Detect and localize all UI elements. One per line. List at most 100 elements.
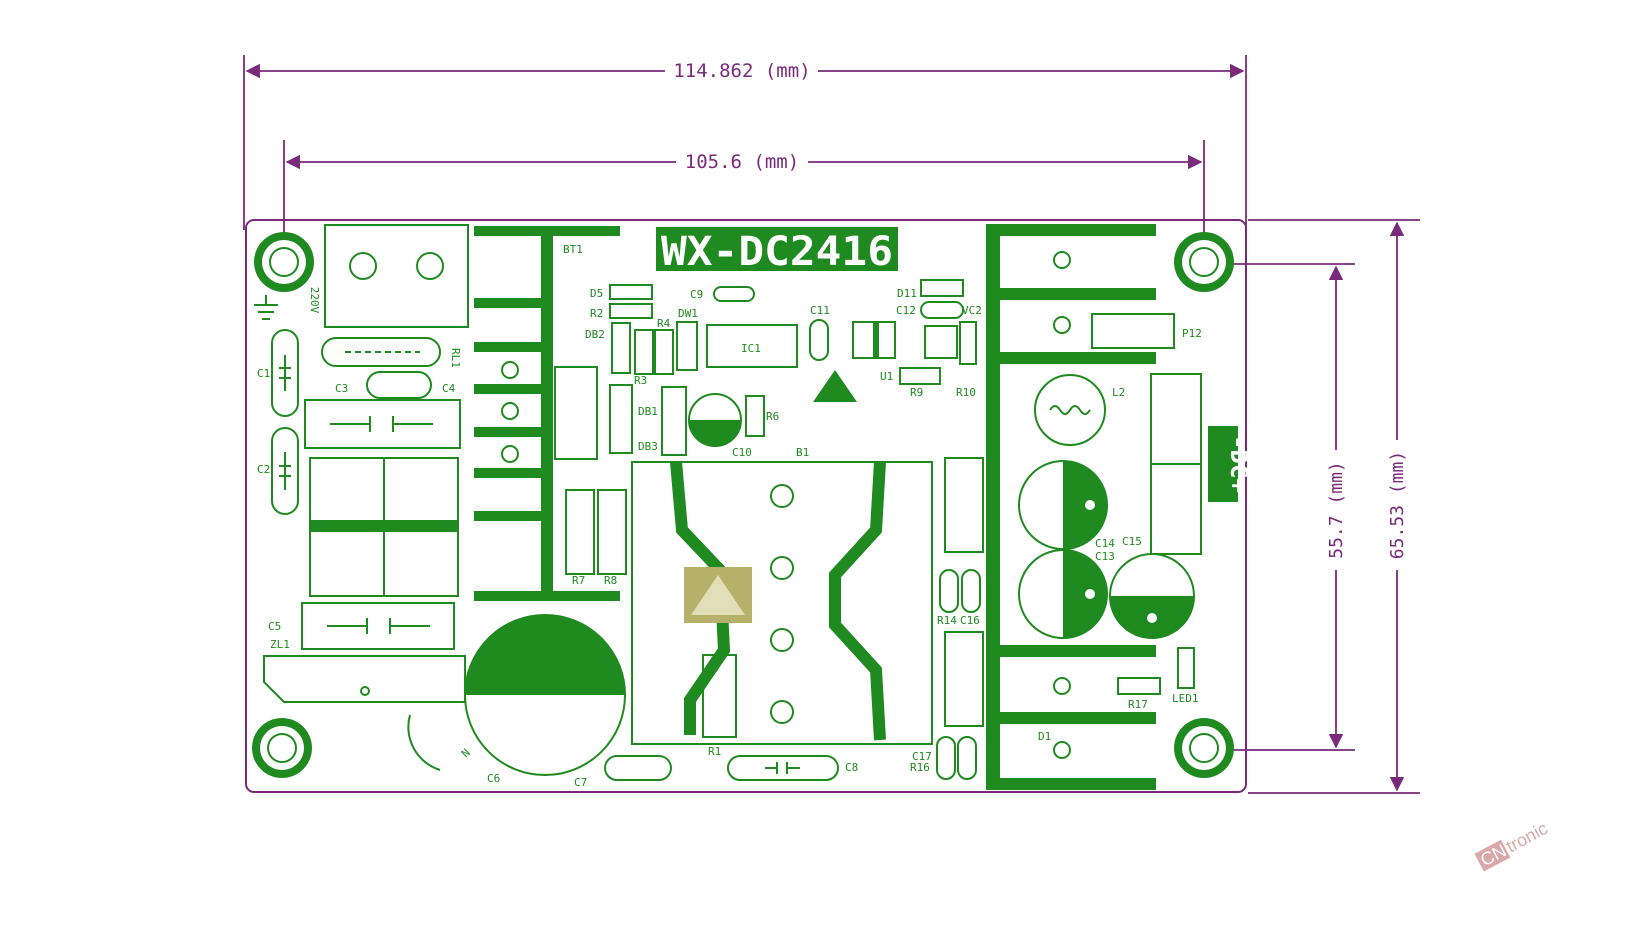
ic1 bbox=[706, 324, 798, 368]
primary-heatsink bbox=[474, 226, 620, 601]
ref-label: C17 bbox=[912, 750, 932, 763]
transformer-pin bbox=[770, 700, 794, 724]
ref-label: C9 bbox=[690, 288, 703, 301]
heatsink-hole bbox=[501, 402, 519, 420]
transformer-b1 bbox=[631, 461, 933, 745]
heatsink-hole bbox=[1053, 316, 1071, 334]
mains-voltage-label: 220V bbox=[308, 287, 321, 314]
inductor-l2 bbox=[1034, 374, 1106, 446]
resistor-r2 bbox=[609, 303, 653, 319]
heatsink-hole bbox=[1053, 741, 1071, 759]
mounting-hole-bottom-right bbox=[1174, 718, 1234, 778]
ref-label: DB1 bbox=[638, 405, 658, 418]
resistor-d5 bbox=[609, 284, 653, 300]
ref-label: R3 bbox=[634, 374, 647, 387]
ref-label: R2 bbox=[590, 307, 603, 320]
ref-label: C14 bbox=[1095, 537, 1115, 550]
ntc-arc bbox=[407, 714, 441, 771]
ref-label: C11 bbox=[810, 304, 830, 317]
capacitor-c12 bbox=[920, 301, 964, 319]
capacitor-c5 bbox=[301, 602, 455, 650]
fuse bbox=[321, 337, 441, 367]
ref-label: C4 bbox=[442, 382, 456, 395]
ref-label: C1 bbox=[257, 367, 270, 380]
ref-label: D1 bbox=[1038, 730, 1051, 743]
ref-label: C16 bbox=[960, 614, 980, 627]
ref-label: C15 bbox=[1122, 535, 1142, 548]
ref-label: L2 bbox=[1112, 386, 1125, 399]
thermistor-zl1 bbox=[263, 655, 466, 703]
output-label-box bbox=[1208, 426, 1238, 502]
ref-label: R16 bbox=[910, 761, 930, 774]
led1 bbox=[1177, 647, 1195, 689]
ref-label: C8 bbox=[845, 761, 858, 774]
ref-label: B1 bbox=[796, 446, 809, 459]
capacitor-c10 bbox=[688, 393, 742, 447]
ref-label: C3 bbox=[335, 382, 348, 395]
heatsink-hole bbox=[1053, 251, 1071, 269]
resistor-r16 bbox=[957, 736, 977, 780]
heatsink-hole bbox=[1053, 677, 1071, 695]
ref-label: DB3 bbox=[638, 440, 658, 453]
diode-db2 bbox=[611, 322, 631, 374]
ref-label: DB2 bbox=[585, 328, 605, 341]
resistor-r17 bbox=[1117, 677, 1161, 695]
resistor-r9 bbox=[899, 367, 941, 385]
ref-label: R10 bbox=[956, 386, 976, 399]
ref-label: C5 bbox=[268, 620, 281, 633]
capacitor-c8 bbox=[727, 755, 839, 781]
ref-label: R14 bbox=[937, 614, 957, 627]
ref-label: LED1 bbox=[1172, 692, 1199, 705]
resistor-r7 bbox=[565, 489, 595, 575]
ref-label: R9 bbox=[910, 386, 923, 399]
ac-terminal bbox=[324, 224, 469, 328]
transformer-secondary-trace bbox=[829, 461, 886, 741]
resistor-p12 bbox=[1091, 313, 1175, 349]
component-vc2-frame bbox=[924, 325, 958, 359]
watermark-suffix: tronic bbox=[1503, 818, 1551, 856]
capacitor-c16 bbox=[961, 569, 981, 613]
ref-label: C2 bbox=[257, 463, 270, 476]
ref-label: ZL1 bbox=[270, 638, 290, 651]
resistor-r1 bbox=[702, 654, 737, 738]
pcb-silkscreen bbox=[252, 224, 1238, 790]
ref-label: R8 bbox=[604, 574, 617, 587]
capacitor-c1 bbox=[271, 329, 299, 417]
logo-badge-triangle bbox=[691, 575, 745, 615]
ref-label: C6 bbox=[487, 772, 500, 785]
reference-labels: BT1 D5 R2 DB2 R4 DW1 C9 IC1 C11 D11 C12 … bbox=[257, 243, 1202, 789]
secondary-heatsink bbox=[986, 224, 1156, 790]
resistor-r4-a bbox=[634, 329, 654, 375]
ref-label: P12 bbox=[1182, 327, 1202, 340]
ac-terminal-hole bbox=[416, 252, 444, 280]
ref-label: C13 bbox=[1095, 550, 1115, 563]
ref-label: BT1 bbox=[563, 243, 583, 256]
resistor-c3-c4 bbox=[366, 371, 432, 399]
capacitor-c13 bbox=[1018, 549, 1108, 639]
zener-dw1 bbox=[676, 321, 698, 371]
mounting-hole-top-left bbox=[254, 232, 314, 292]
resistor-r6 bbox=[745, 395, 765, 437]
ref-label: VC2 bbox=[962, 304, 982, 317]
ref-label: D11 bbox=[897, 287, 917, 300]
capacitor-c7 bbox=[604, 755, 672, 781]
resistor-r14 bbox=[939, 569, 959, 613]
component-box bbox=[554, 366, 598, 460]
ref-label: N bbox=[459, 746, 473, 760]
component-box-r2 bbox=[944, 631, 984, 727]
overall-height-label: 65.53 (mm) bbox=[1387, 451, 1408, 559]
ground-icon bbox=[254, 295, 278, 320]
component-box-r bbox=[944, 457, 984, 553]
capacitor-c14 bbox=[1018, 460, 1108, 550]
ref-label: R17 bbox=[1128, 698, 1148, 711]
ref-label: RL1 bbox=[449, 348, 462, 368]
ref-label: U1 bbox=[880, 370, 893, 383]
ref-label: R4 bbox=[657, 317, 671, 330]
esd-warning-icon bbox=[813, 370, 857, 402]
resistor-r4-b bbox=[654, 329, 674, 375]
ref-label: C10 bbox=[732, 446, 752, 459]
bulk-capacitor-c6 bbox=[464, 614, 626, 776]
ref-label: D5 bbox=[590, 287, 603, 300]
